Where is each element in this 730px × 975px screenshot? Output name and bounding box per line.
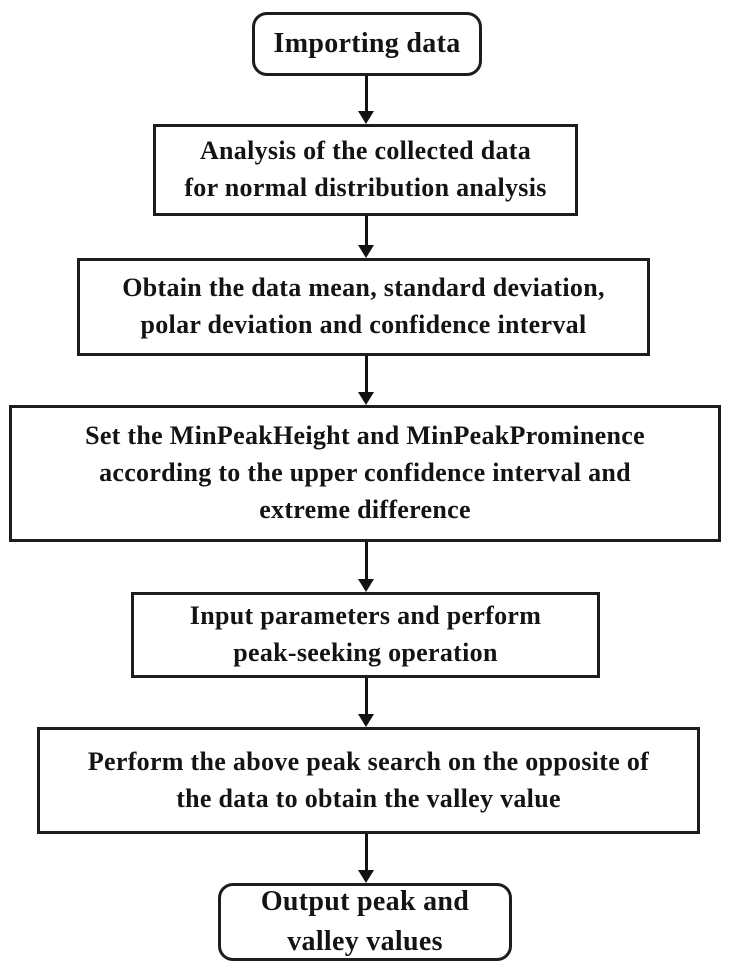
arrow-line — [364, 76, 368, 113]
flow-arrow-3 — [358, 356, 374, 405]
node-peak-seeking-operation-label: Input parameters and perform peak-seekin… — [189, 601, 542, 667]
arrow-line — [364, 678, 368, 716]
arrowhead-down-icon — [358, 870, 374, 883]
flow-arrow-4 — [358, 542, 374, 592]
node-obtain-statistics-label: Obtain the data mean, standard deviation… — [122, 273, 605, 339]
node-output-values-label: Output peak and valley values — [260, 886, 470, 957]
flow-arrow-2 — [358, 216, 374, 258]
arrowhead-down-icon — [358, 579, 374, 592]
arrow-line — [364, 216, 368, 247]
arrowhead-down-icon — [358, 245, 374, 258]
node-valley-search-label: Perform the above peak search on the opp… — [87, 746, 650, 813]
arrow-line — [364, 356, 368, 394]
arrowhead-down-icon — [358, 392, 374, 405]
node-analysis-collected-data-label: Analysis of the collected data for norma… — [184, 136, 547, 202]
node-importing-data: Importing data — [252, 12, 482, 76]
node-valley-search: Perform the above peak search on the opp… — [37, 727, 700, 834]
node-set-peak-parameters-label: Set the MinPeakHeight and MinPeakPromine… — [85, 421, 645, 524]
arrow-line — [364, 834, 368, 872]
node-analysis-collected-data: Analysis of the collected data for norma… — [153, 124, 578, 216]
node-output-values: Output peak and valley values — [218, 883, 512, 961]
flow-arrow-1 — [358, 76, 374, 124]
node-obtain-statistics: Obtain the data mean, standard deviation… — [77, 258, 650, 356]
arrow-line — [364, 542, 368, 581]
node-importing-data-label: Importing data — [273, 28, 461, 60]
flow-arrow-5 — [358, 678, 374, 727]
flow-arrow-6 — [358, 834, 374, 883]
node-peak-seeking-operation: Input parameters and perform peak-seekin… — [131, 592, 600, 678]
node-set-peak-parameters: Set the MinPeakHeight and MinPeakPromine… — [9, 405, 721, 542]
arrowhead-down-icon — [358, 111, 374, 124]
arrowhead-down-icon — [358, 714, 374, 727]
